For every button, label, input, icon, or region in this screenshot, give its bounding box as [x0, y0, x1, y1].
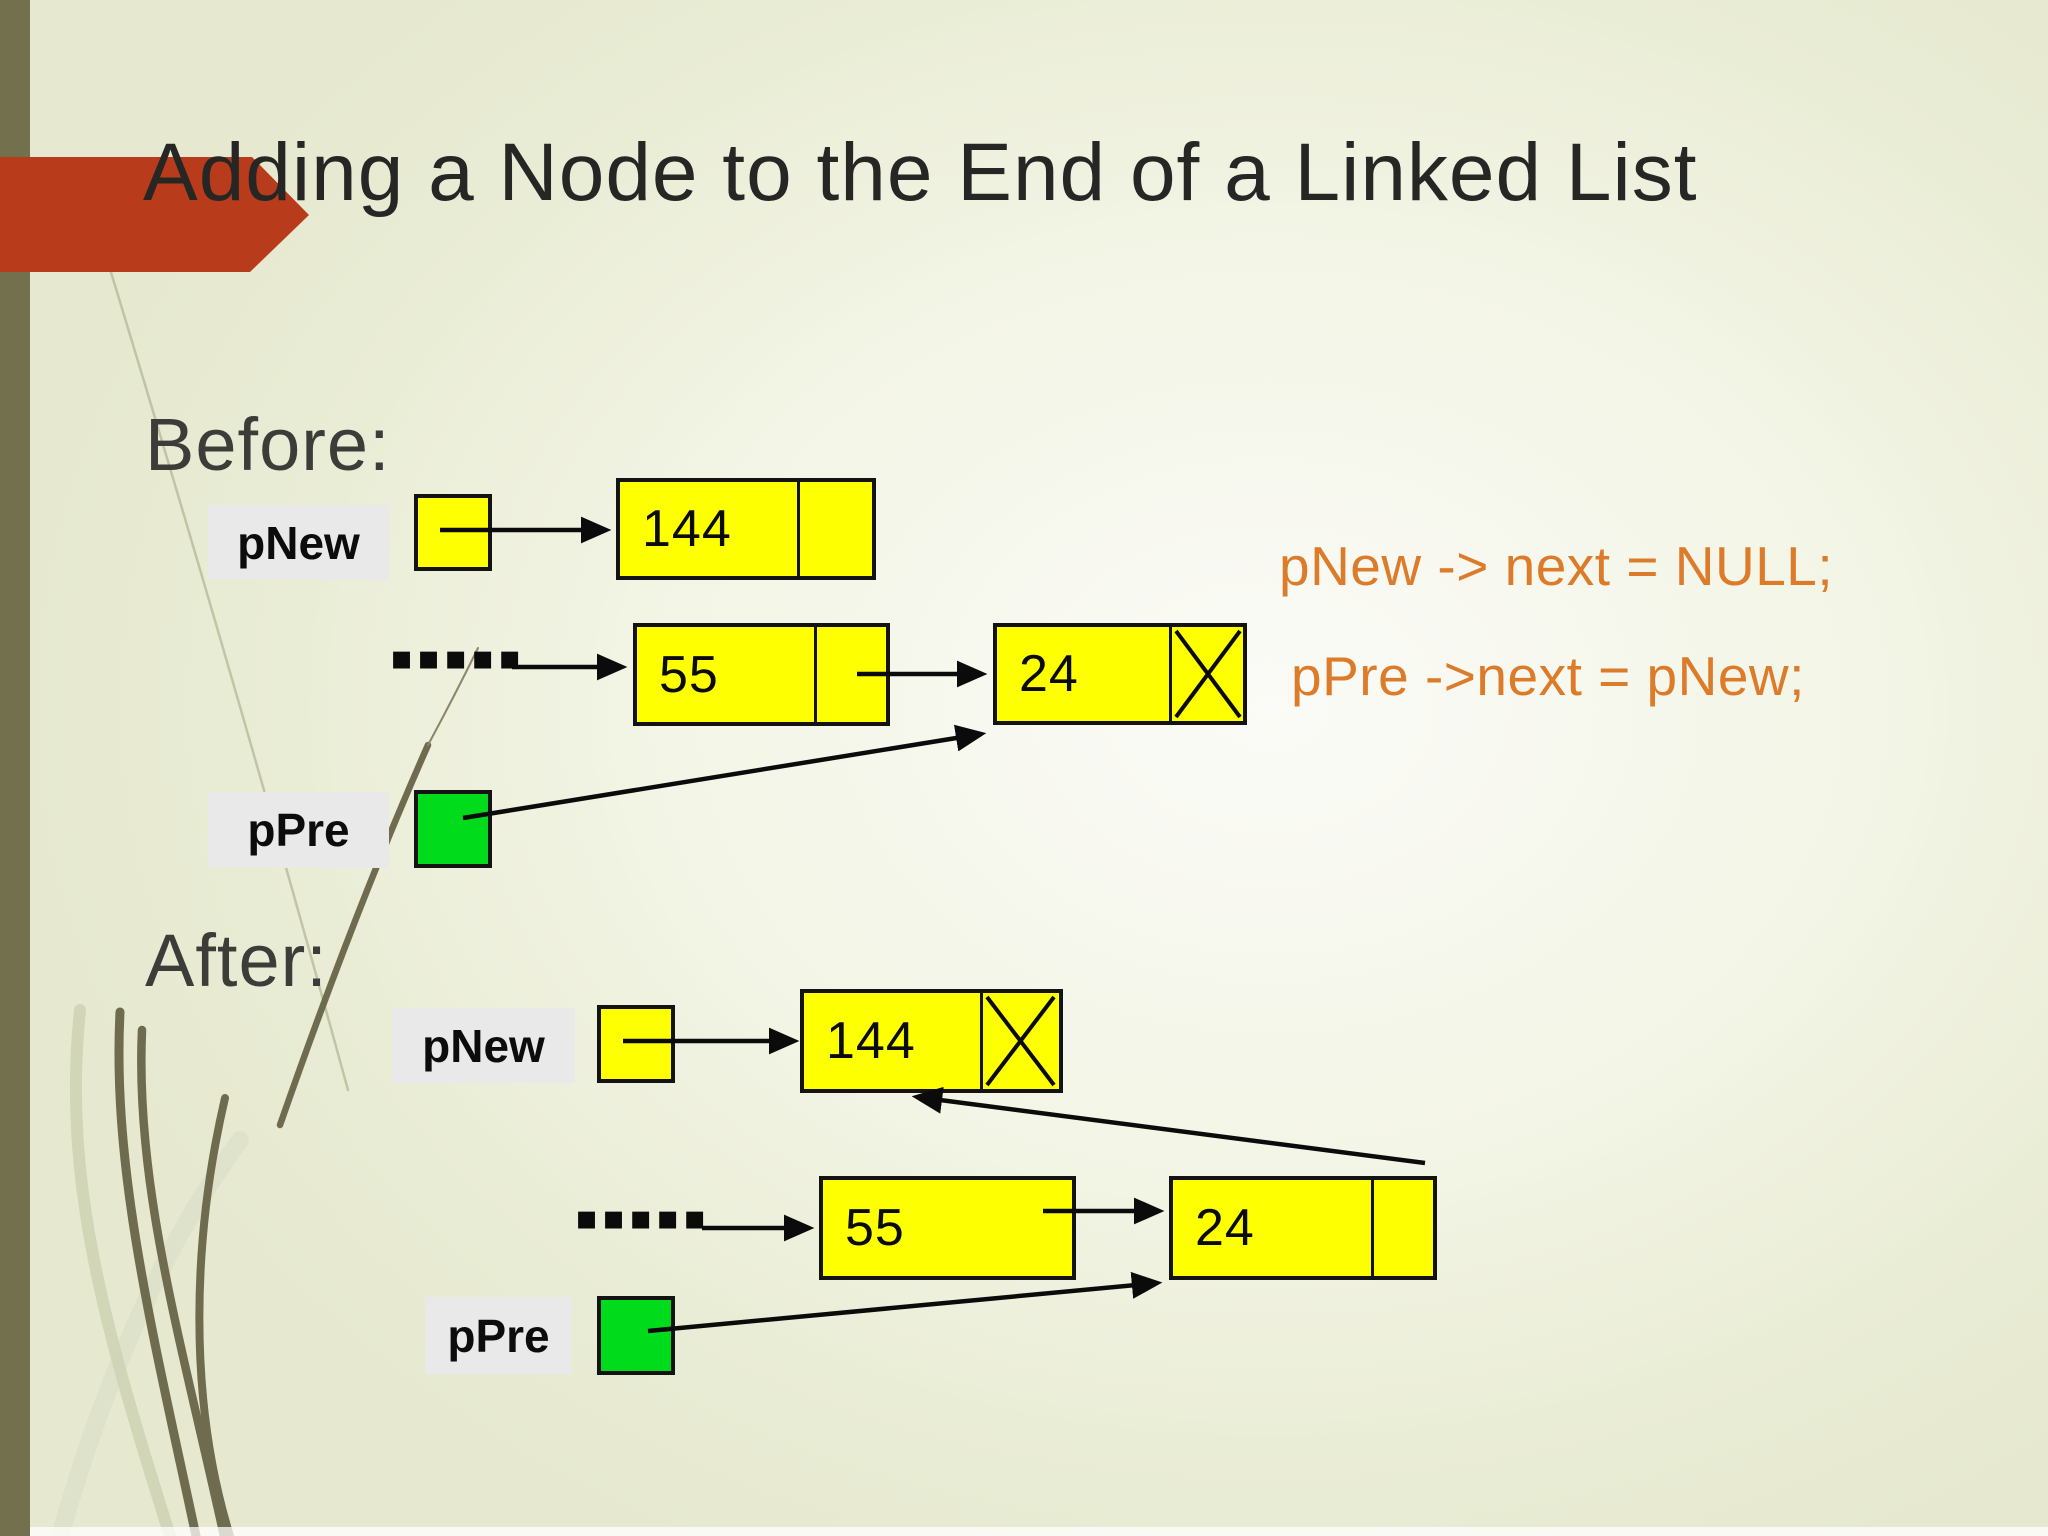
bottom-edge-highlight: [30, 1527, 2048, 1536]
after-pnew-label-text: pNew: [422, 1019, 545, 1072]
after-pnew-label: pNew: [392, 1008, 575, 1083]
code-line-1: pNew -> next = NULL;: [1279, 535, 1834, 597]
after-node-55: 55: [819, 1176, 1076, 1280]
after-ppre-label-text: pPre: [447, 1309, 550, 1362]
before-node-55: 55: [633, 623, 890, 726]
before-pnew-label: pNew: [208, 505, 389, 580]
before-ppre-label-text: pPre: [247, 804, 350, 856]
after-list-ellipsis: ▪▪▪▪▪: [575, 1198, 711, 1238]
after-node-24: 24: [1169, 1176, 1437, 1280]
after-node-144-divider: [980, 993, 983, 1089]
before-pnew-pointer-box: [414, 494, 492, 571]
after-node-24-value: 24: [1195, 1199, 1255, 1257]
after-node-24-divider: [1371, 1180, 1374, 1276]
after-node-55-value: 55: [845, 1199, 905, 1257]
after-node-144: 144: [800, 989, 1063, 1093]
before-pnew-label-text: pNew: [237, 516, 360, 569]
arrow-after-ppre-to-24: [647, 1271, 1163, 1334]
before-node-24-divider: [1169, 627, 1172, 721]
before-heading: Before:: [145, 403, 391, 486]
after-heading: After:: [145, 919, 328, 1002]
before-node-144-value: 144: [642, 500, 732, 558]
before-node-144: 144: [616, 478, 876, 580]
before-ppre-pointer-box: [414, 790, 492, 868]
after-pnew-pointer-box: [597, 1005, 675, 1083]
before-ppre-label: pPre: [208, 792, 389, 868]
before-node-55-divider: [814, 627, 817, 722]
before-node-24: 24: [993, 623, 1247, 725]
before-node-24-value: 24: [1019, 645, 1079, 703]
left-stripe: [0, 0, 30, 1536]
before-node-144-divider: [797, 482, 800, 576]
after-ppre-pointer-box: [597, 1296, 675, 1375]
before-list-ellipsis: ▪▪▪▪▪: [390, 638, 526, 678]
before-node-55-value: 55: [659, 645, 719, 704]
after-ppre-label: pPre: [425, 1297, 572, 1374]
after-node-144-value: 144: [826, 1012, 916, 1070]
slide-title: Adding a Node to the End of a Linked Lis…: [143, 127, 1698, 218]
arrow-after-24next-to-144: [911, 1086, 1426, 1166]
arrow-before-ppre-to-24: [462, 724, 987, 821]
code-line-2: pPre ->next = pNew;: [1291, 645, 1805, 707]
